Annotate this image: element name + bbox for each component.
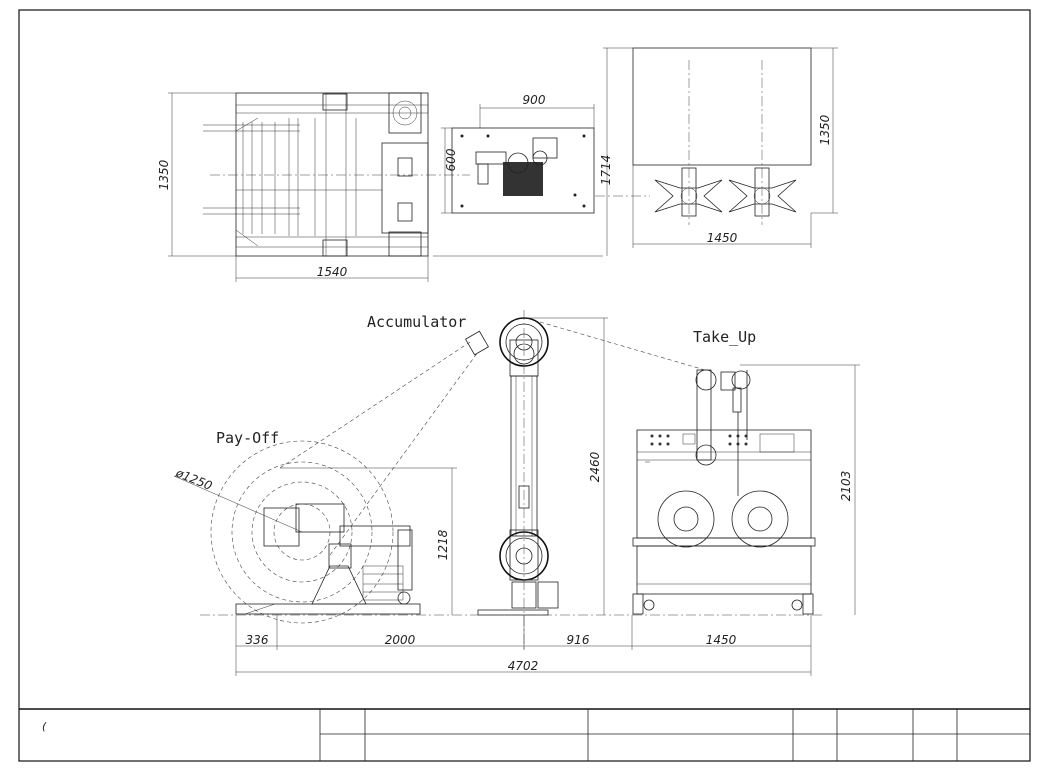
- front-view-payoff: Pay-Off ø1250 1218: [173, 429, 457, 624]
- top-view-accumulator: 900 600: [441, 93, 595, 214]
- dim-total-length: 4702: [508, 659, 539, 673]
- title-block-note: (: [42, 720, 47, 733]
- dim-accum-front-height: 2460: [588, 451, 602, 482]
- top-view-payoff: 1350 1540: [157, 92, 470, 282]
- label-pay-off: Pay-Off: [216, 429, 279, 447]
- dim-reel-diameter: ø1250: [173, 465, 215, 493]
- dim-accum-top-width: 900: [523, 93, 546, 107]
- bottom-dimensions: 336 2000 916 1450 4702: [235, 615, 812, 676]
- border-frame: [18, 9, 1031, 762]
- label-take-up: Take_Up: [693, 328, 756, 346]
- dim-takeup-top-width: 1450: [707, 231, 738, 245]
- dim-takeup-front-height: 2103: [839, 471, 853, 502]
- takeup-top-reel-left: [654, 167, 723, 217]
- top-view-takeup: 1350 1450 1714: [433, 47, 838, 257]
- label-accumulator: Accumulator: [367, 313, 466, 331]
- dim-payoff-top-height: 1350: [157, 159, 171, 190]
- front-view-takeup: Take_Up 2103: [632, 328, 860, 615]
- takeup-top-reel-right: [728, 167, 797, 217]
- dim-seg-916: 916: [567, 633, 590, 647]
- dim-seg-336: 336: [246, 633, 269, 647]
- dim-payoff-top-width: 1540: [317, 265, 348, 279]
- dim-payoff-front-height: 1218: [436, 529, 450, 560]
- dim-accum-top-height: 600: [444, 148, 458, 171]
- dim-seg-1450: 1450: [706, 633, 737, 647]
- dim-seg-2000: 2000: [385, 633, 416, 647]
- title-block: (: [19, 708, 1030, 761]
- front-view-accumulator: Accumulator 2460: [367, 310, 608, 650]
- dim-total-top-height: 1714: [599, 155, 613, 186]
- dim-takeup-top-height: 1350: [818, 114, 832, 145]
- wire-path: [279, 321, 706, 556]
